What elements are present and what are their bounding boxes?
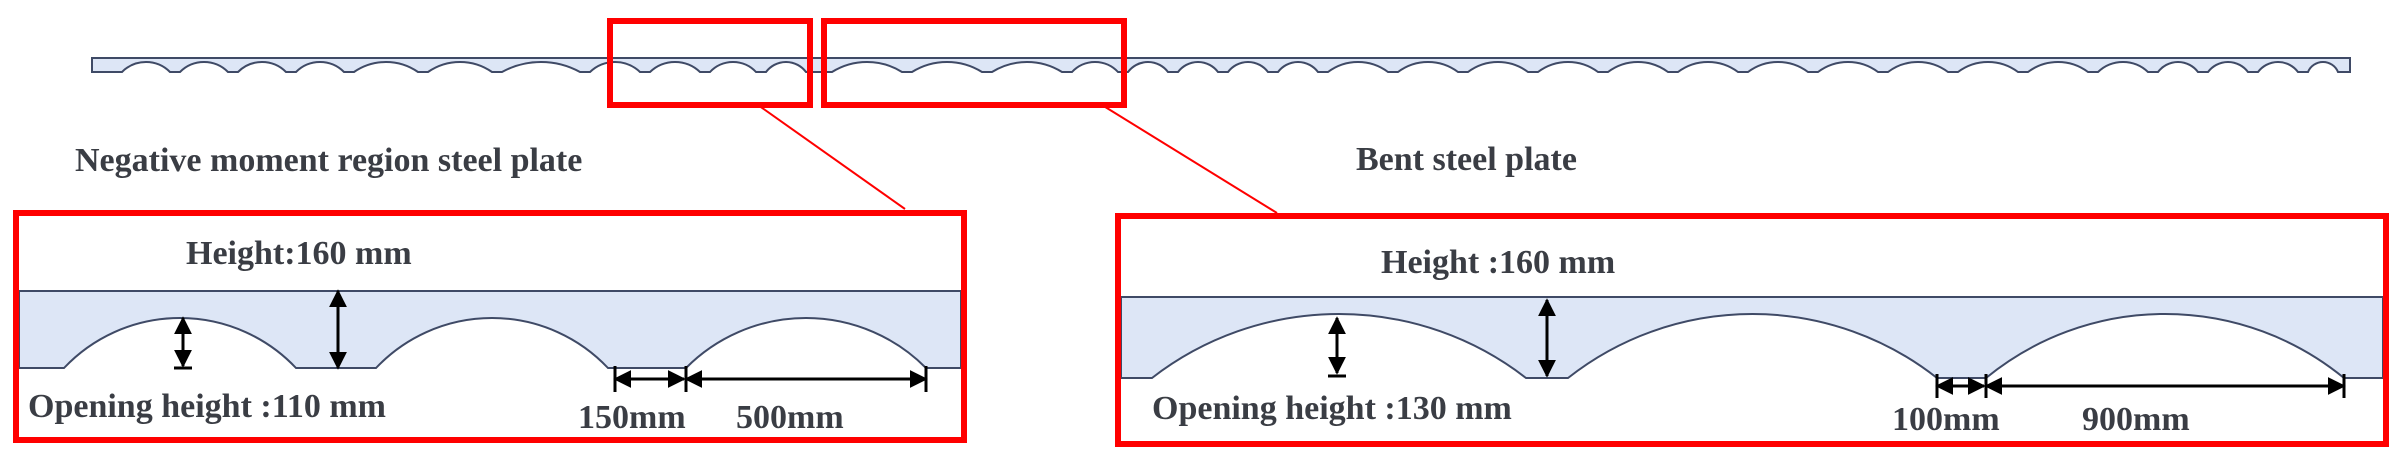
right-beam-section: [1120, 296, 2384, 379]
right-panel-frame: [1115, 213, 2389, 447]
highlight-box-negative-moment: [607, 18, 813, 108]
left-beam-section: [18, 290, 962, 369]
left-height-text: Height:160 mm: [186, 235, 412, 272]
right-opening-width-label: 900mm: [2082, 401, 2190, 438]
right-panel-title: Bent steel plate: [1356, 141, 1577, 178]
left-panel-title: Negative moment region steel plate: [75, 142, 582, 179]
left-opening-width-label: 500mm: [736, 399, 844, 436]
overall-beam: [91, 57, 2351, 73]
left-detail-panel: Height:160 mm Opening height :110 mm 150…: [13, 210, 967, 443]
left-panel-frame: [13, 210, 967, 443]
left-opening-height-text: Opening height :110 mm: [28, 388, 386, 425]
right-opening-height-text: Opening height :130 mm: [1152, 390, 1512, 427]
overall-beam-outline: [91, 57, 2351, 73]
highlight-box-bent-plate: [821, 18, 1127, 108]
right-height-text: Height :160 mm: [1381, 244, 1615, 281]
right-detail-panel: Height :160 mm Opening height :130 mm 10…: [1115, 213, 2389, 447]
right-gap-label: 100mm: [1892, 401, 2000, 438]
left-gap-label: 150mm: [578, 399, 686, 436]
connector-line-left: [757, 104, 906, 210]
connector-line-right: [1101, 104, 1278, 214]
